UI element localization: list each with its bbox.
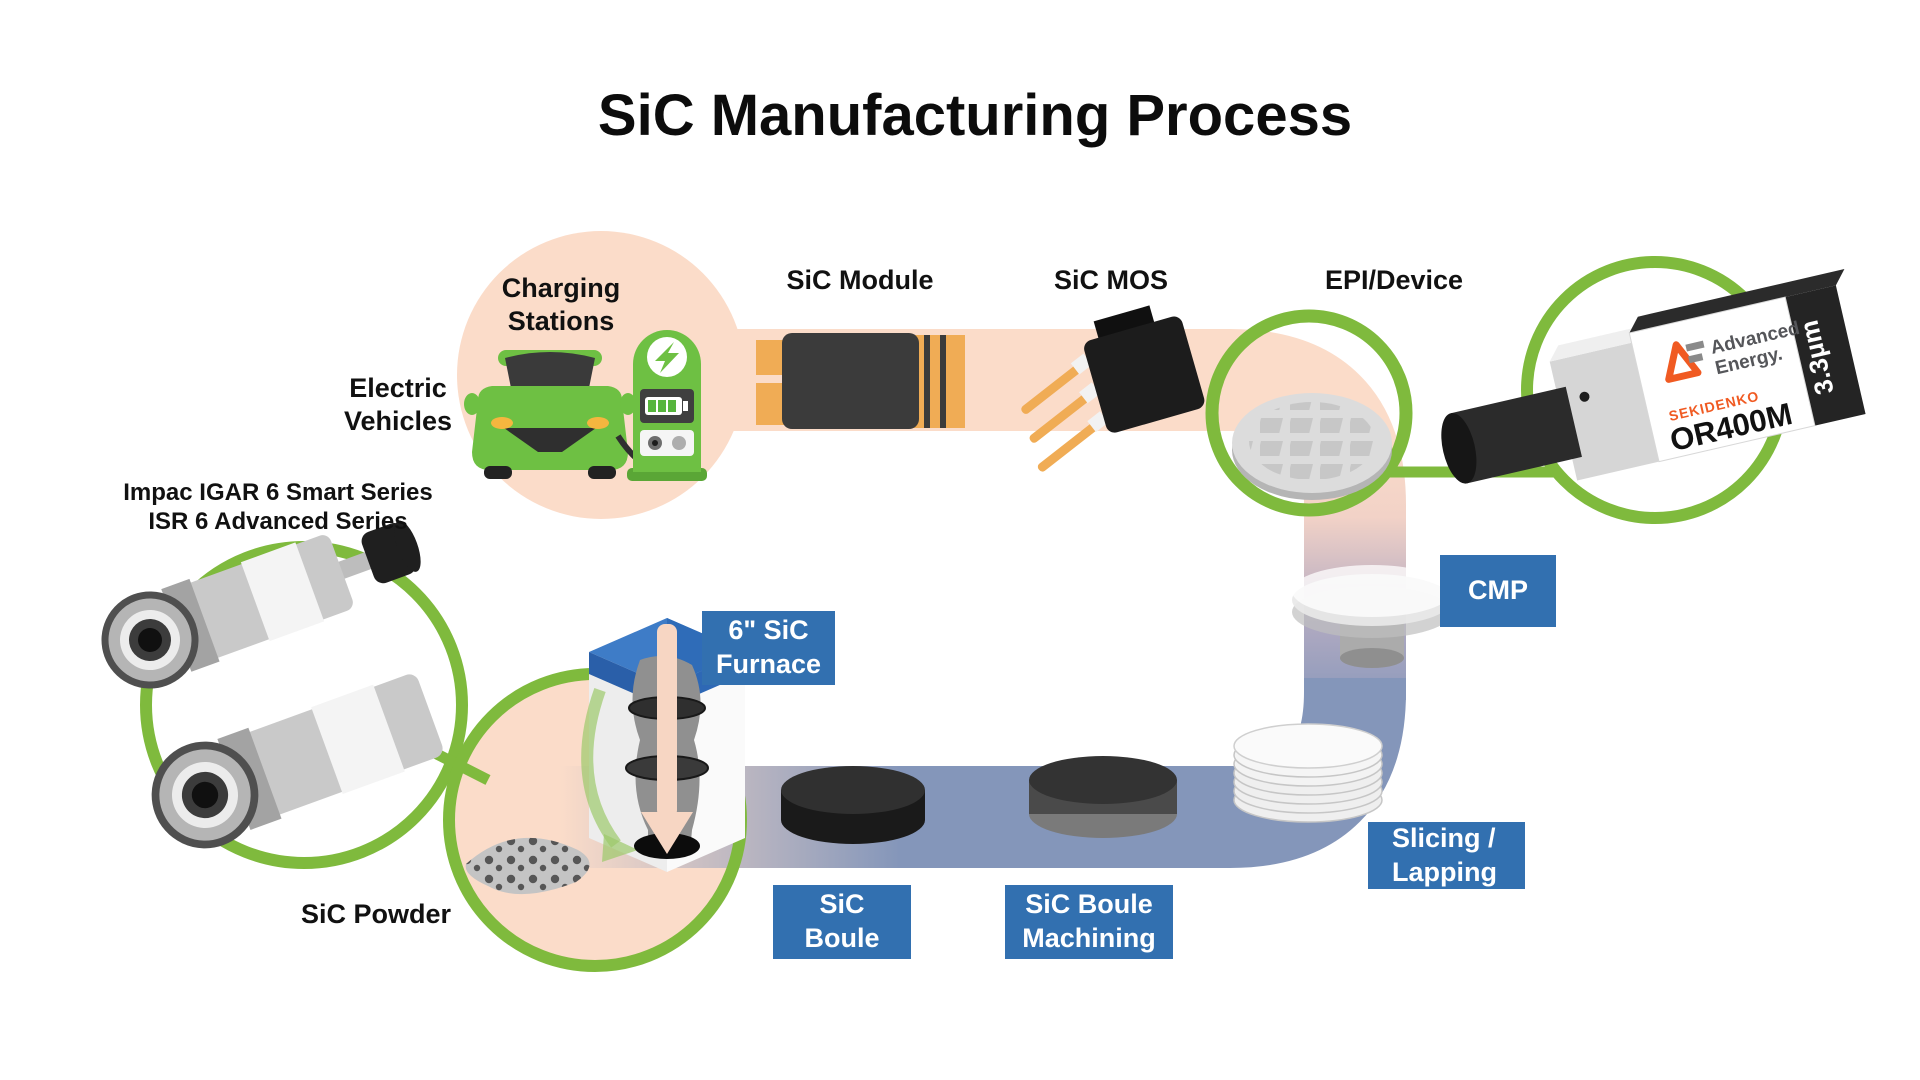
label-pyrometer-models: Impac IGAR 6 Smart Series ISR 6 Advanced… — [123, 479, 433, 536]
pyrometer-illustration — [101, 520, 443, 849]
growth-arrow — [657, 624, 677, 818]
sic-boule-illustration — [781, 766, 925, 844]
page-title: SiC Manufacturing Process — [597, 83, 1353, 148]
label-charging-stations: Charging Stations — [501, 273, 621, 336]
rotation-arrow — [581, 687, 621, 848]
car-grille — [504, 428, 596, 452]
electric-car-illustration — [464, 350, 636, 479]
advanced-energy-logo-icon — [1665, 341, 1702, 383]
or400m-sensor-illustration: Advanced Energy. SEKIDENKO OR400M 3.3μm — [1441, 269, 1866, 484]
process-box-furnace: 6" SiC Furnace — [702, 611, 835, 685]
sensor-lens-barrel — [1450, 386, 1582, 484]
sensor-label — [1628, 296, 1816, 463]
boule-machining-illustration — [1029, 756, 1177, 838]
process-box-cmp: CMP — [1440, 555, 1556, 627]
car-headlight-right — [587, 417, 609, 429]
epi-circle — [1205, 309, 1413, 517]
charging-station-illustration — [615, 330, 707, 481]
cmp-wafer-illustration — [1292, 565, 1452, 668]
sic-powder-illustration — [465, 837, 590, 895]
label-sic-module: SiC Module — [786, 265, 934, 295]
process-box-sic-boule: SiC Boule — [773, 885, 911, 959]
sic-mos-illustration — [1021, 305, 1205, 472]
process-box-slicing-lapping: Slicing / Lapping — [1368, 822, 1525, 889]
label-electric-vehicles: Electric Vehicles — [343, 373, 453, 436]
process-box-boule-machining: SiC Boule Machining — [1005, 885, 1173, 959]
wafer-stack-illustration — [1233, 723, 1383, 823]
lightning-bolt-icon — [655, 342, 679, 373]
sic-module-illustration — [756, 333, 965, 429]
car-headlight-left — [491, 417, 513, 429]
epi-wafer-illustration — [1232, 393, 1392, 500]
label-sic-mos: SiC MOS — [1053, 265, 1169, 295]
label-epi-device: EPI/Device — [1324, 265, 1464, 295]
label-sic-powder: SiC Powder — [300, 899, 452, 929]
